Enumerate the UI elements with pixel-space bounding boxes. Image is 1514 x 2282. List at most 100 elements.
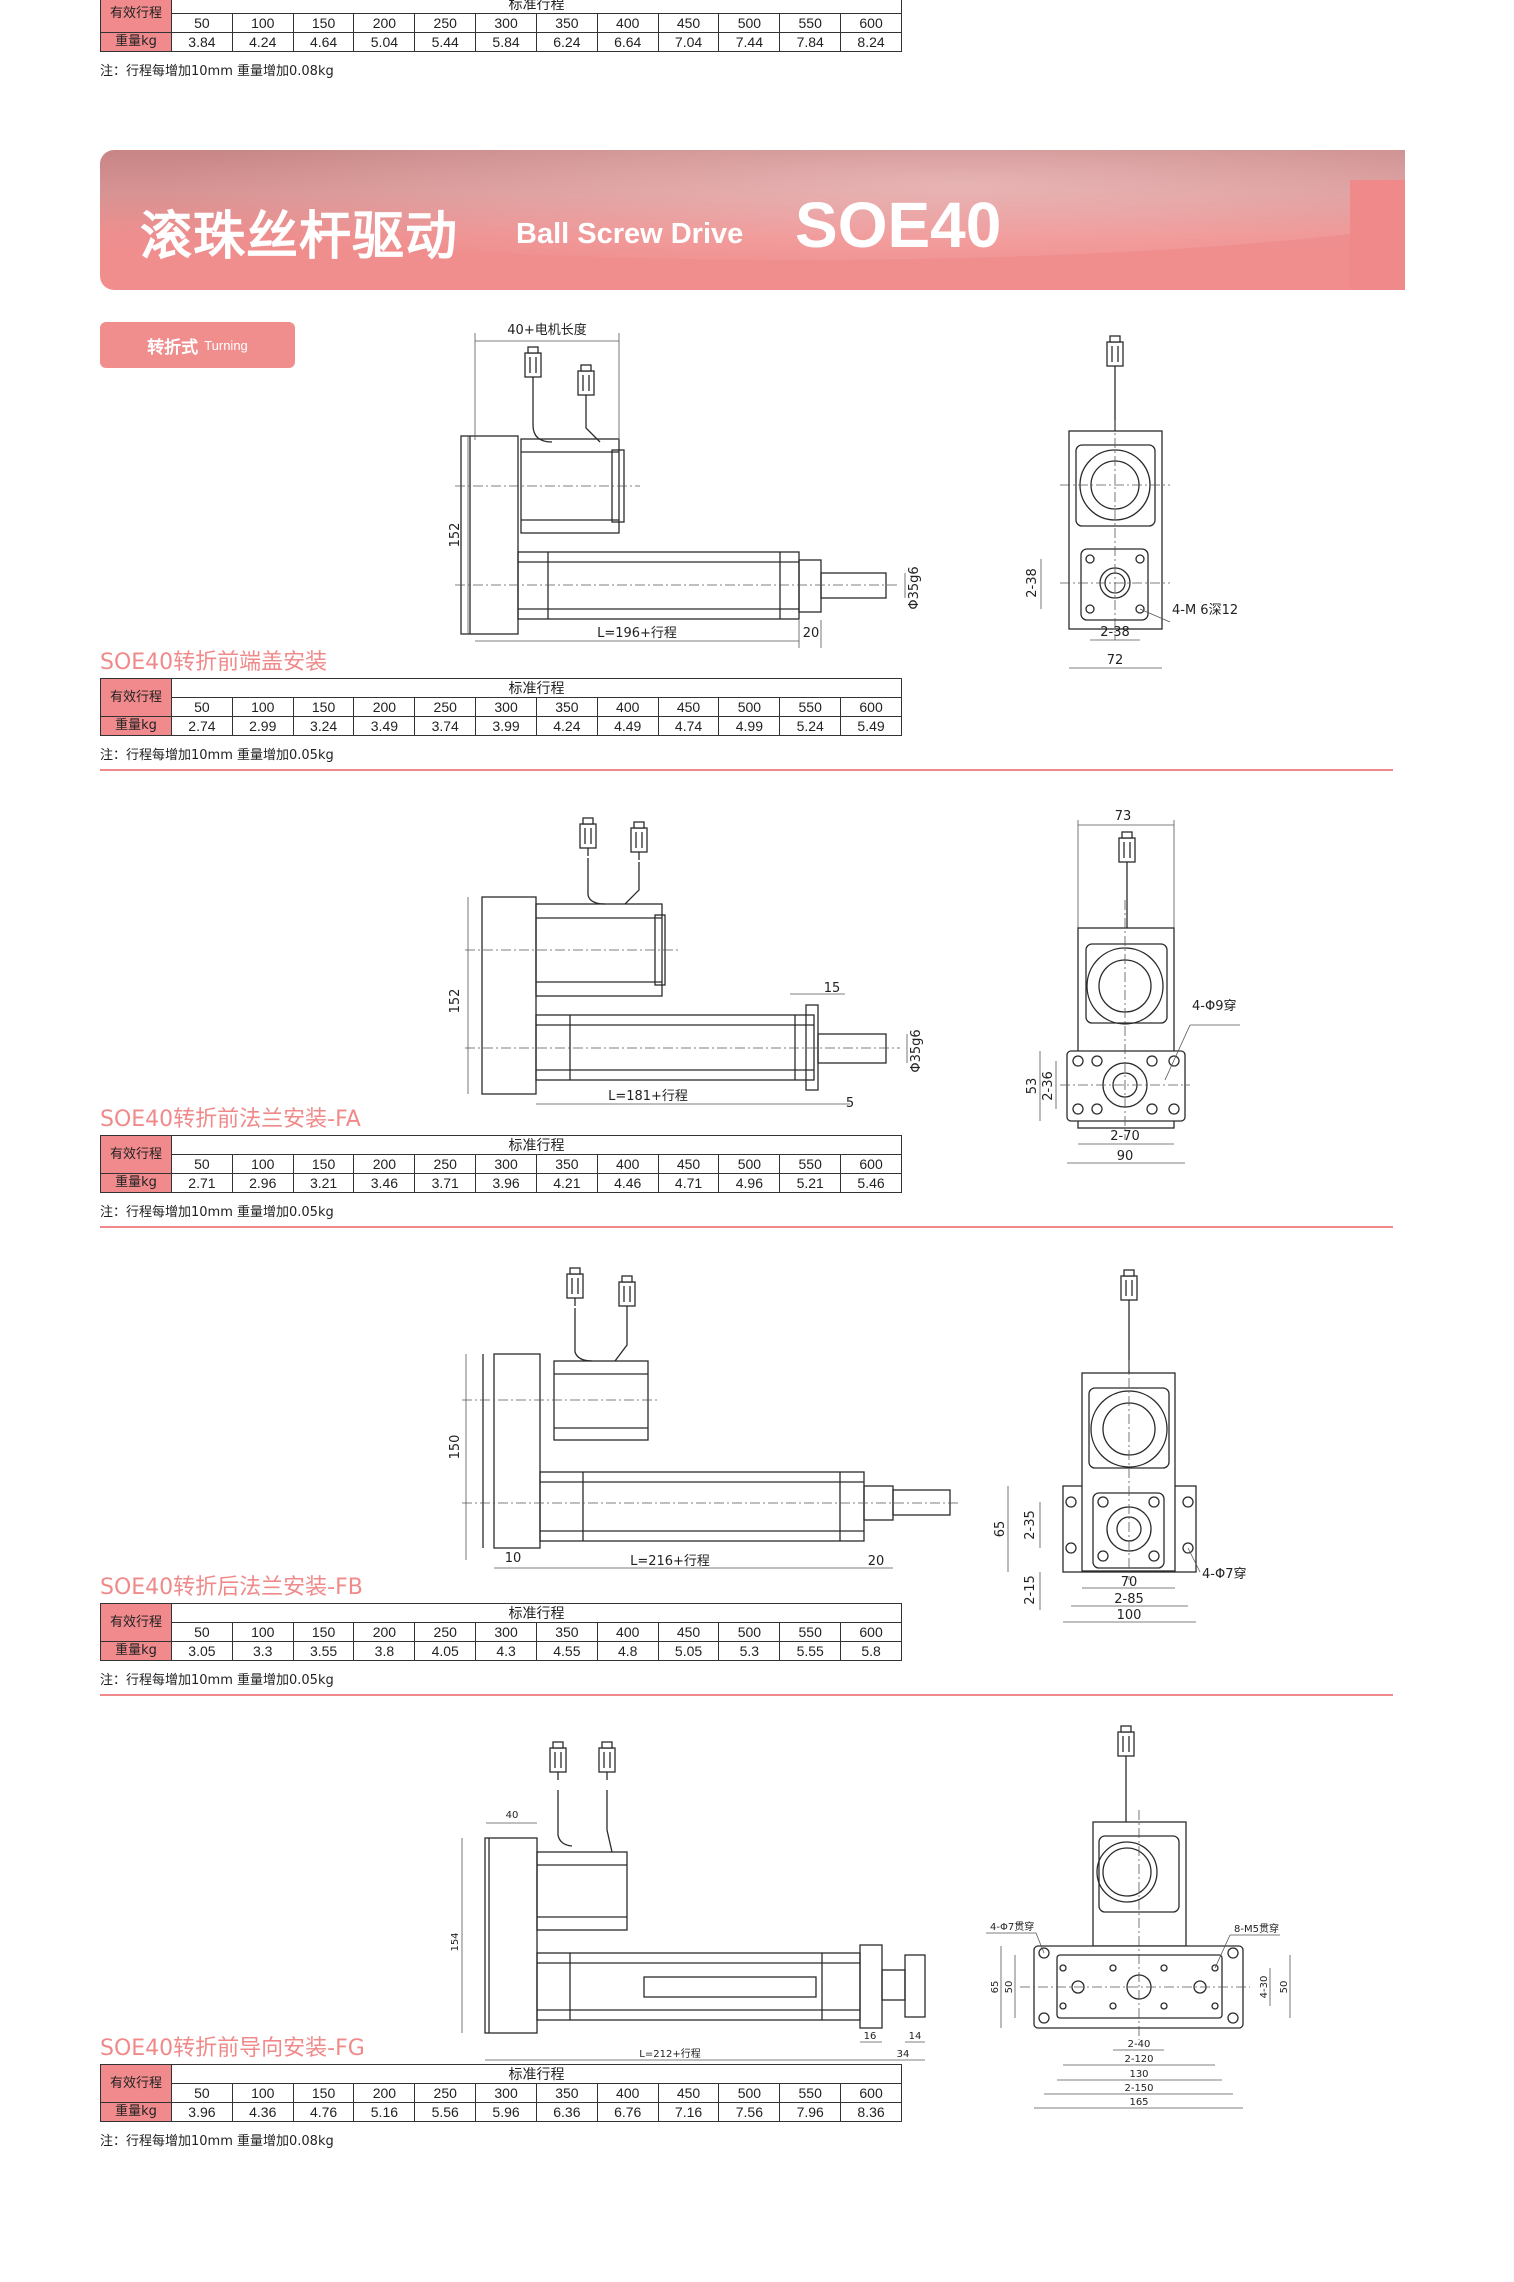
dim-label: 16: [864, 2031, 877, 2042]
side-view-rear-flange: 150 10 L=216+行程 20: [448, 1267, 960, 1569]
weight-cell: 4.74: [657, 716, 720, 736]
standard-stroke-header: 标准行程: [171, 1603, 902, 1623]
dim-label: 20: [803, 626, 820, 641]
stroke-cell: 450: [657, 697, 720, 717]
dim-label: 152: [448, 523, 463, 548]
stroke-cell: 150: [292, 697, 355, 717]
dim-label: 5: [846, 1096, 854, 1111]
section-caption: SOE40转折前法兰安装-FA: [100, 1107, 361, 1132]
stroke-cell: 100: [231, 697, 294, 717]
weight-cell: 4.46: [596, 1173, 659, 1193]
stroke-cell: 300: [475, 1154, 537, 1174]
stroke-cell: 250: [414, 1154, 477, 1174]
banner-tab-decoration: [1350, 180, 1405, 290]
connector-icon: [598, 1741, 616, 1781]
weight-cell: 5.46: [840, 1173, 902, 1193]
weight-cell: 3.3: [231, 1641, 294, 1661]
weight-cell: 6.76: [596, 2102, 659, 2122]
connector-icon: [549, 1741, 567, 1781]
section-divider: [100, 769, 1393, 771]
stroke-label: 有效行程: [100, 0, 172, 33]
weight-cell: 7.16: [657, 2102, 720, 2122]
weight-cell: 4.36: [231, 2102, 294, 2122]
weight-cell: 2.74: [171, 716, 233, 736]
weight-cell: 3.8: [353, 1641, 416, 1661]
side-view-front-end-cap: 40+电机长度 152 L=196+行程 20 Φ35g6: [448, 322, 922, 648]
side-view-front-flange: 152 15 Φ35g6 L=181+行程 5: [448, 817, 924, 1111]
stroke-cell: 550: [779, 2083, 842, 2103]
stroke-cell: 550: [779, 1622, 842, 1642]
mode-tag-en: Turning: [204, 337, 248, 353]
weight-label: 重量kg: [100, 32, 172, 52]
dim-label: 72: [1107, 653, 1124, 668]
dim-label: 150: [448, 1435, 463, 1460]
stroke-cell: 500: [718, 697, 781, 717]
stroke-cell: 150: [292, 1154, 355, 1174]
dim-label: 100: [1117, 1608, 1142, 1623]
dim-label: 2-36: [1041, 1071, 1056, 1101]
weight-cell: 3.49: [353, 716, 416, 736]
dim-label: 4-Φ7穿: [1202, 1566, 1246, 1582]
stroke-cell: 300: [475, 2083, 537, 2103]
dim-label: L=181+行程: [608, 1089, 688, 1104]
weight-cell: 4.05: [414, 1641, 477, 1661]
standard-stroke-header: 标准行程: [171, 2064, 902, 2084]
weight-cell: 4.21: [535, 1173, 598, 1193]
weight-cell: 3.24: [292, 716, 355, 736]
dim-label: 165: [1129, 2097, 1148, 2108]
stroke-cell: 550: [779, 697, 842, 717]
stroke-label: 有效行程: [100, 2064, 172, 2103]
dim-label: 40+电机长度: [507, 322, 586, 338]
standard-stroke-header: 标准行程: [171, 678, 902, 698]
stroke-cell: 300: [475, 1622, 537, 1642]
dim-label: 40: [506, 1810, 519, 1821]
section-caption: SOE40转折前端盖安装: [100, 650, 328, 675]
end-view-front-flange: 73 4-Φ9穿 53 2-36 2-70 90: [1025, 809, 1240, 1164]
dim-label: 15: [824, 981, 841, 996]
connector-icon: [524, 346, 542, 386]
banner-title-en: Ball Screw Drive: [516, 218, 744, 250]
dim-label: 4-M 6深12: [1172, 603, 1238, 618]
standard-stroke-header: 标准行程: [171, 1135, 902, 1155]
weight-cell: 4.49: [596, 716, 659, 736]
stroke-cell: 500: [718, 1622, 781, 1642]
stroke-cell: 500: [718, 1154, 781, 1174]
dim-label: 4-30: [1259, 1976, 1270, 1999]
dim-label: 10: [505, 1551, 522, 1566]
stroke-cell: 350: [535, 697, 598, 717]
weight-label: 重量kg: [100, 1173, 172, 1193]
table-note: 注：行程每增加10mm 重量增加0.05kg: [100, 1205, 334, 1220]
weight-cell: 7.04: [657, 32, 720, 52]
stroke-cell: 400: [596, 2083, 659, 2103]
weight-cell: 4.3: [475, 1641, 537, 1661]
weight-label: 重量kg: [100, 1641, 172, 1661]
weight-cell: 4.64: [292, 32, 355, 52]
weight-cell: 3.84: [171, 32, 233, 52]
banner-title-cn: 滚珠丝杆驱动: [140, 207, 459, 267]
weight-cell: 3.99: [475, 716, 537, 736]
connector-icon: [630, 821, 648, 861]
dim-label: Φ35g6: [909, 1029, 924, 1072]
table-header-row: 有效行程标准行程: [100, 1135, 902, 1174]
weight-cell: 5.49: [840, 716, 902, 736]
dim-label: 65: [993, 1521, 1008, 1538]
end-view-front-end-cap: 2-38 4-M 6深12 2-38 72: [1025, 335, 1238, 669]
stroke-cell: 200: [353, 697, 416, 717]
stroke-cell: 400: [596, 1154, 659, 1174]
weight-cell: 3.96: [475, 1173, 537, 1193]
dim-label: L=196+行程: [597, 626, 677, 641]
stroke-cell: 400: [596, 1622, 659, 1642]
connector-icon: [1118, 831, 1136, 871]
weight-cell: 4.24: [231, 32, 294, 52]
stroke-cell: 50: [171, 2083, 233, 2103]
stroke-cell: 600: [840, 1622, 902, 1642]
weight-cell: 7.96: [779, 2102, 842, 2122]
dim-label: L=212+行程: [639, 2047, 700, 2060]
connector-icon: [1120, 1269, 1138, 1309]
stroke-cell: 350: [535, 2083, 598, 2103]
